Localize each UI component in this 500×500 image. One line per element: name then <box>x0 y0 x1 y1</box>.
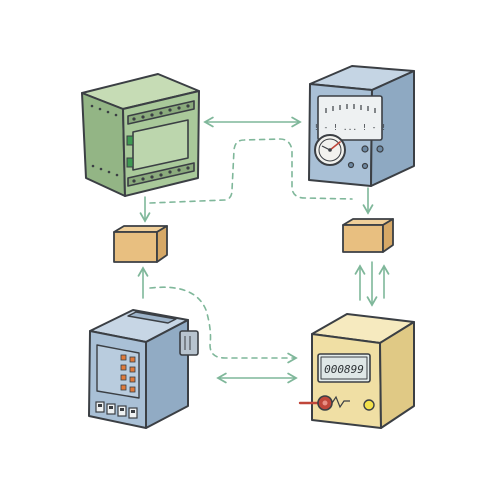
connectors <box>137 116 390 384</box>
package-cube-icon <box>113 225 168 263</box>
connector-green-to-meter-dashed <box>149 138 353 204</box>
digital-counter-meter-icon: 000899 <box>298 313 415 429</box>
connector-package-left-to-counter-dashed <box>149 286 298 364</box>
package-cube-icon <box>342 218 394 253</box>
blue-breaker-panel-icon <box>88 309 199 429</box>
counter-display-text: 000899 <box>324 363 364 376</box>
analog-gauge-meter-icon: ! - ! ... ! - ! <box>308 65 415 187</box>
green-electrical-enclosure-icon <box>81 73 200 197</box>
meter-scale-text: ! - ! ... ! - ! <box>314 123 386 132</box>
